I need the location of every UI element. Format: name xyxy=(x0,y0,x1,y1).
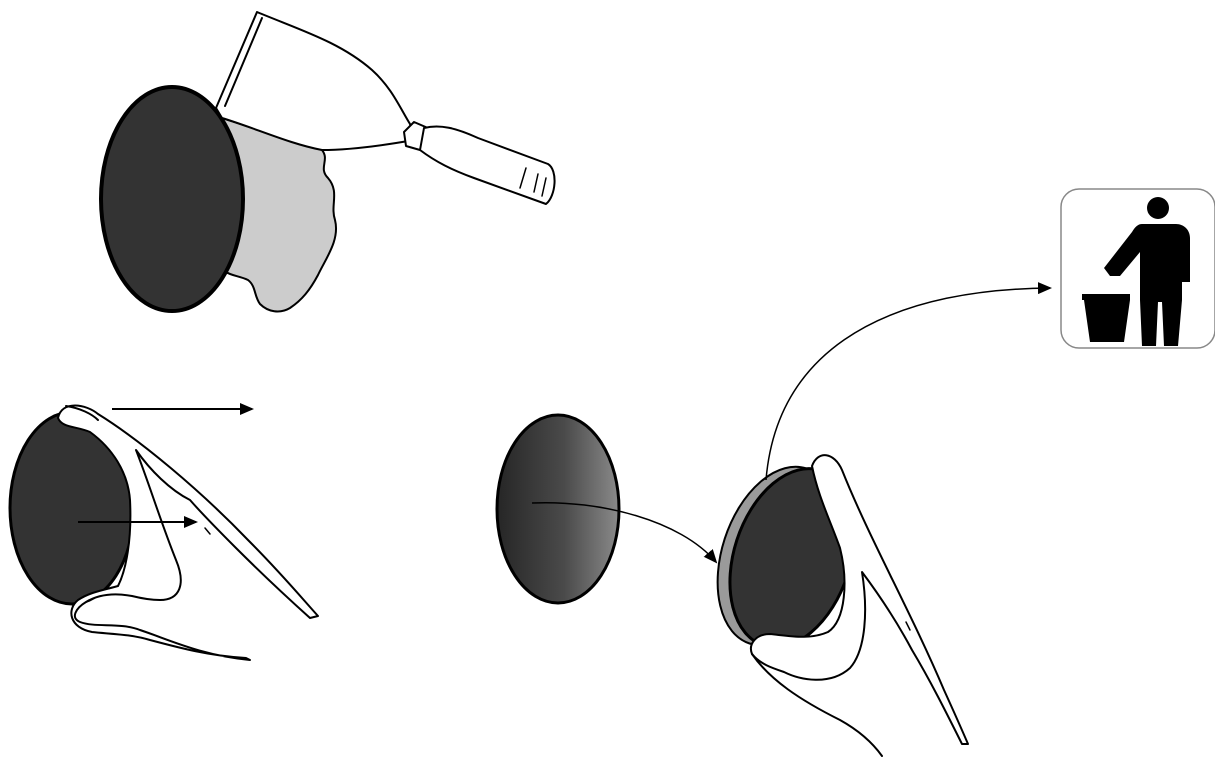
trash-person-icon xyxy=(1082,197,1190,346)
pad-disc-icon xyxy=(99,85,245,313)
step-pinch-and-slide xyxy=(8,403,319,661)
step-dispose xyxy=(1060,188,1215,349)
curved-arrow-icon xyxy=(765,282,1052,481)
step-peel-with-scraper xyxy=(99,11,556,313)
hand-icon xyxy=(750,454,969,745)
trash-icon-frame xyxy=(1060,188,1215,349)
pad-disc-icon xyxy=(495,413,621,605)
step-remove-pad xyxy=(495,282,1052,757)
hand-icon xyxy=(57,404,319,661)
backing-film-icon xyxy=(221,117,338,313)
curved-arrow-icon xyxy=(531,501,718,564)
